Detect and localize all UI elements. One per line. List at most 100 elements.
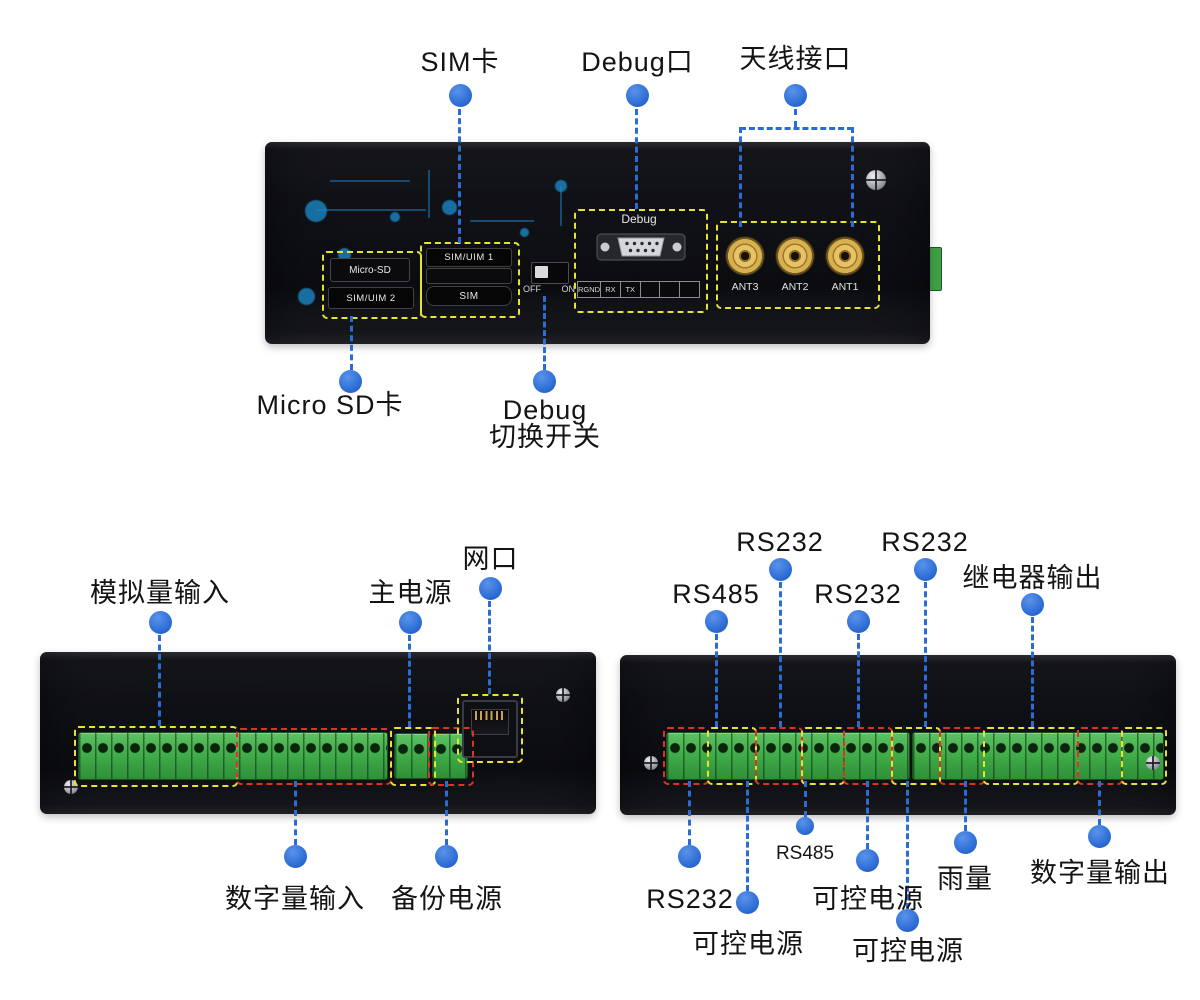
main-power-highlight-box bbox=[390, 727, 436, 786]
backup-power-highlight-box bbox=[428, 727, 474, 786]
leader-line-debug-switch bbox=[543, 296, 546, 370]
microsd-slot: Micro-SD bbox=[330, 258, 410, 282]
callout-dot-ethernet bbox=[479, 577, 502, 600]
leader-line-backup-power bbox=[445, 781, 448, 845]
callout-dot-rs232-bottom bbox=[678, 845, 701, 868]
rs232-right-highlight-box bbox=[939, 727, 985, 785]
callout-dot-rs232-right-top bbox=[914, 558, 937, 581]
debug-highlight-box bbox=[574, 209, 708, 313]
circuit-trace-dot bbox=[442, 200, 457, 215]
switch-off-label: OFF bbox=[523, 284, 541, 294]
callout-label-digital-input: 数字量输入 bbox=[225, 884, 365, 914]
circuit-trace-line bbox=[428, 170, 430, 218]
sim-highlight-box bbox=[420, 242, 520, 318]
antenna-label-ant3: ANT3 bbox=[731, 281, 759, 293]
debug-port-label: Debug bbox=[621, 212, 657, 226]
callout-dot-microsd bbox=[339, 370, 362, 393]
leader-line-rs485-top bbox=[715, 634, 718, 727]
switch-labels: OFF ON bbox=[523, 284, 575, 294]
leader-line-digital-input bbox=[294, 781, 297, 845]
sim-tray-slot bbox=[426, 268, 512, 284]
leader-line-relay-output bbox=[1031, 617, 1034, 727]
callout-label-rs485-bottom: RS485 bbox=[775, 843, 835, 864]
antenna-label-ant2: ANT2 bbox=[781, 281, 809, 293]
case-screw bbox=[1146, 756, 1160, 770]
callout-dot-antenna bbox=[784, 84, 807, 107]
callout-label-rain-gauge: 雨量 bbox=[937, 864, 993, 894]
callout-dot-digital-output bbox=[1088, 825, 1111, 848]
leader-line-rs485-bottom bbox=[804, 781, 807, 817]
callout-dot-debug-switch bbox=[533, 370, 556, 393]
sim-uim1-label-bar: SIM/UIM 1 bbox=[426, 248, 512, 267]
leader-line-ctrl-power-3 bbox=[906, 781, 909, 909]
analog-input-highlight-box bbox=[74, 726, 238, 787]
rs232-bottom-highlight-box bbox=[663, 727, 709, 785]
leader-line-debug-port bbox=[635, 109, 638, 209]
rs485-small-highlight-box bbox=[801, 727, 845, 785]
callout-dot-rain-gauge bbox=[954, 831, 977, 854]
rs232-left-highlight-box bbox=[843, 727, 893, 785]
leader-line-analog-input bbox=[158, 635, 161, 726]
circuit-trace-line bbox=[470, 220, 534, 222]
ethernet-pins bbox=[475, 711, 505, 720]
callout-dot-relay-output bbox=[1021, 593, 1044, 616]
switch-knob bbox=[535, 266, 548, 278]
leader-line-rs232-left-top bbox=[857, 634, 860, 727]
callout-label-backup-power: 备份电源 bbox=[391, 884, 503, 914]
callout-dot-main-power bbox=[399, 611, 422, 634]
callout-dot-rs485-top bbox=[705, 610, 728, 633]
callout-label-debug-switch-2: 切换开关 bbox=[489, 422, 601, 452]
leader-line-ethernet bbox=[488, 601, 491, 694]
circuit-trace-line bbox=[330, 180, 410, 182]
callout-label-antenna-ports: 天线接口 bbox=[739, 44, 852, 74]
callout-label-main-power: 主电源 bbox=[368, 578, 453, 608]
leader-line-antenna-left bbox=[739, 127, 742, 227]
callout-label-microsd: Micro SD卡 bbox=[256, 390, 404, 420]
circuit-trace-dot bbox=[298, 288, 315, 305]
leader-line-antenna-stem bbox=[794, 109, 797, 127]
relay-output-highlight-box bbox=[983, 727, 1079, 785]
sim-uim2-slot: SIM/UIM 2 bbox=[328, 287, 414, 309]
leader-line-main-power bbox=[408, 635, 411, 727]
io-terminal-block bbox=[78, 732, 388, 780]
antenna-highlight-box bbox=[716, 221, 880, 309]
callout-label-ctrl-power-1: 可控电源 bbox=[692, 929, 804, 959]
leader-line-ctrl-power-2 bbox=[866, 781, 869, 849]
callout-dot-sim bbox=[449, 84, 472, 107]
callout-dot-debug-port bbox=[626, 84, 649, 107]
debug-toggle-switch bbox=[531, 262, 569, 284]
callout-dot-ctrl-power-3 bbox=[896, 909, 919, 932]
callout-label-ethernet: 网口 bbox=[462, 544, 519, 574]
callout-label-relay-output: 继电器输出 bbox=[962, 563, 1103, 593]
circuit-trace-dot bbox=[390, 212, 400, 222]
leader-line-microsd bbox=[350, 316, 353, 370]
callout-dot-rs485-bottom bbox=[796, 817, 814, 835]
callout-label-ctrl-power-3: 可控电源 bbox=[852, 936, 964, 966]
switch-on-label: ON bbox=[561, 284, 576, 294]
leader-line-antenna-right bbox=[851, 127, 854, 227]
case-screw bbox=[866, 170, 886, 190]
ethernet-highlight-box bbox=[457, 694, 523, 763]
callout-label-debug-switch-1: Debug bbox=[502, 395, 588, 425]
callout-label-rs232-left-top: RS232 bbox=[814, 579, 902, 609]
callout-label-analog-input: 模拟量输入 bbox=[90, 578, 230, 608]
callout-label-digital-output: 数字量输出 bbox=[1030, 858, 1170, 888]
circuit-trace-line bbox=[316, 209, 426, 211]
digital-output-highlight-box bbox=[1121, 727, 1167, 785]
leader-line-ctrl-power-1 bbox=[746, 781, 749, 891]
leader-line-digital-output bbox=[1098, 781, 1101, 825]
digital-input-highlight-box bbox=[236, 728, 392, 785]
leader-line-antenna-bracket bbox=[740, 127, 853, 130]
ctrl-power-1-highlight-box bbox=[755, 727, 803, 785]
sma-antenna-connector-2 bbox=[776, 237, 814, 275]
circuit-trace-dot bbox=[520, 228, 529, 237]
case-screw bbox=[644, 756, 658, 770]
db9-serial-connector bbox=[596, 233, 686, 261]
callout-dot-ctrl-power-2 bbox=[856, 849, 879, 872]
serial-pin-cell bbox=[679, 281, 700, 298]
ctrl-power-2-highlight-box bbox=[891, 727, 941, 785]
callout-label-rs232-right-top: RS232 bbox=[881, 527, 969, 557]
callout-label-rs232-mid-top: RS232 bbox=[736, 527, 824, 557]
leader-line-sim bbox=[458, 109, 461, 243]
sma-antenna-connector-1 bbox=[826, 237, 864, 275]
